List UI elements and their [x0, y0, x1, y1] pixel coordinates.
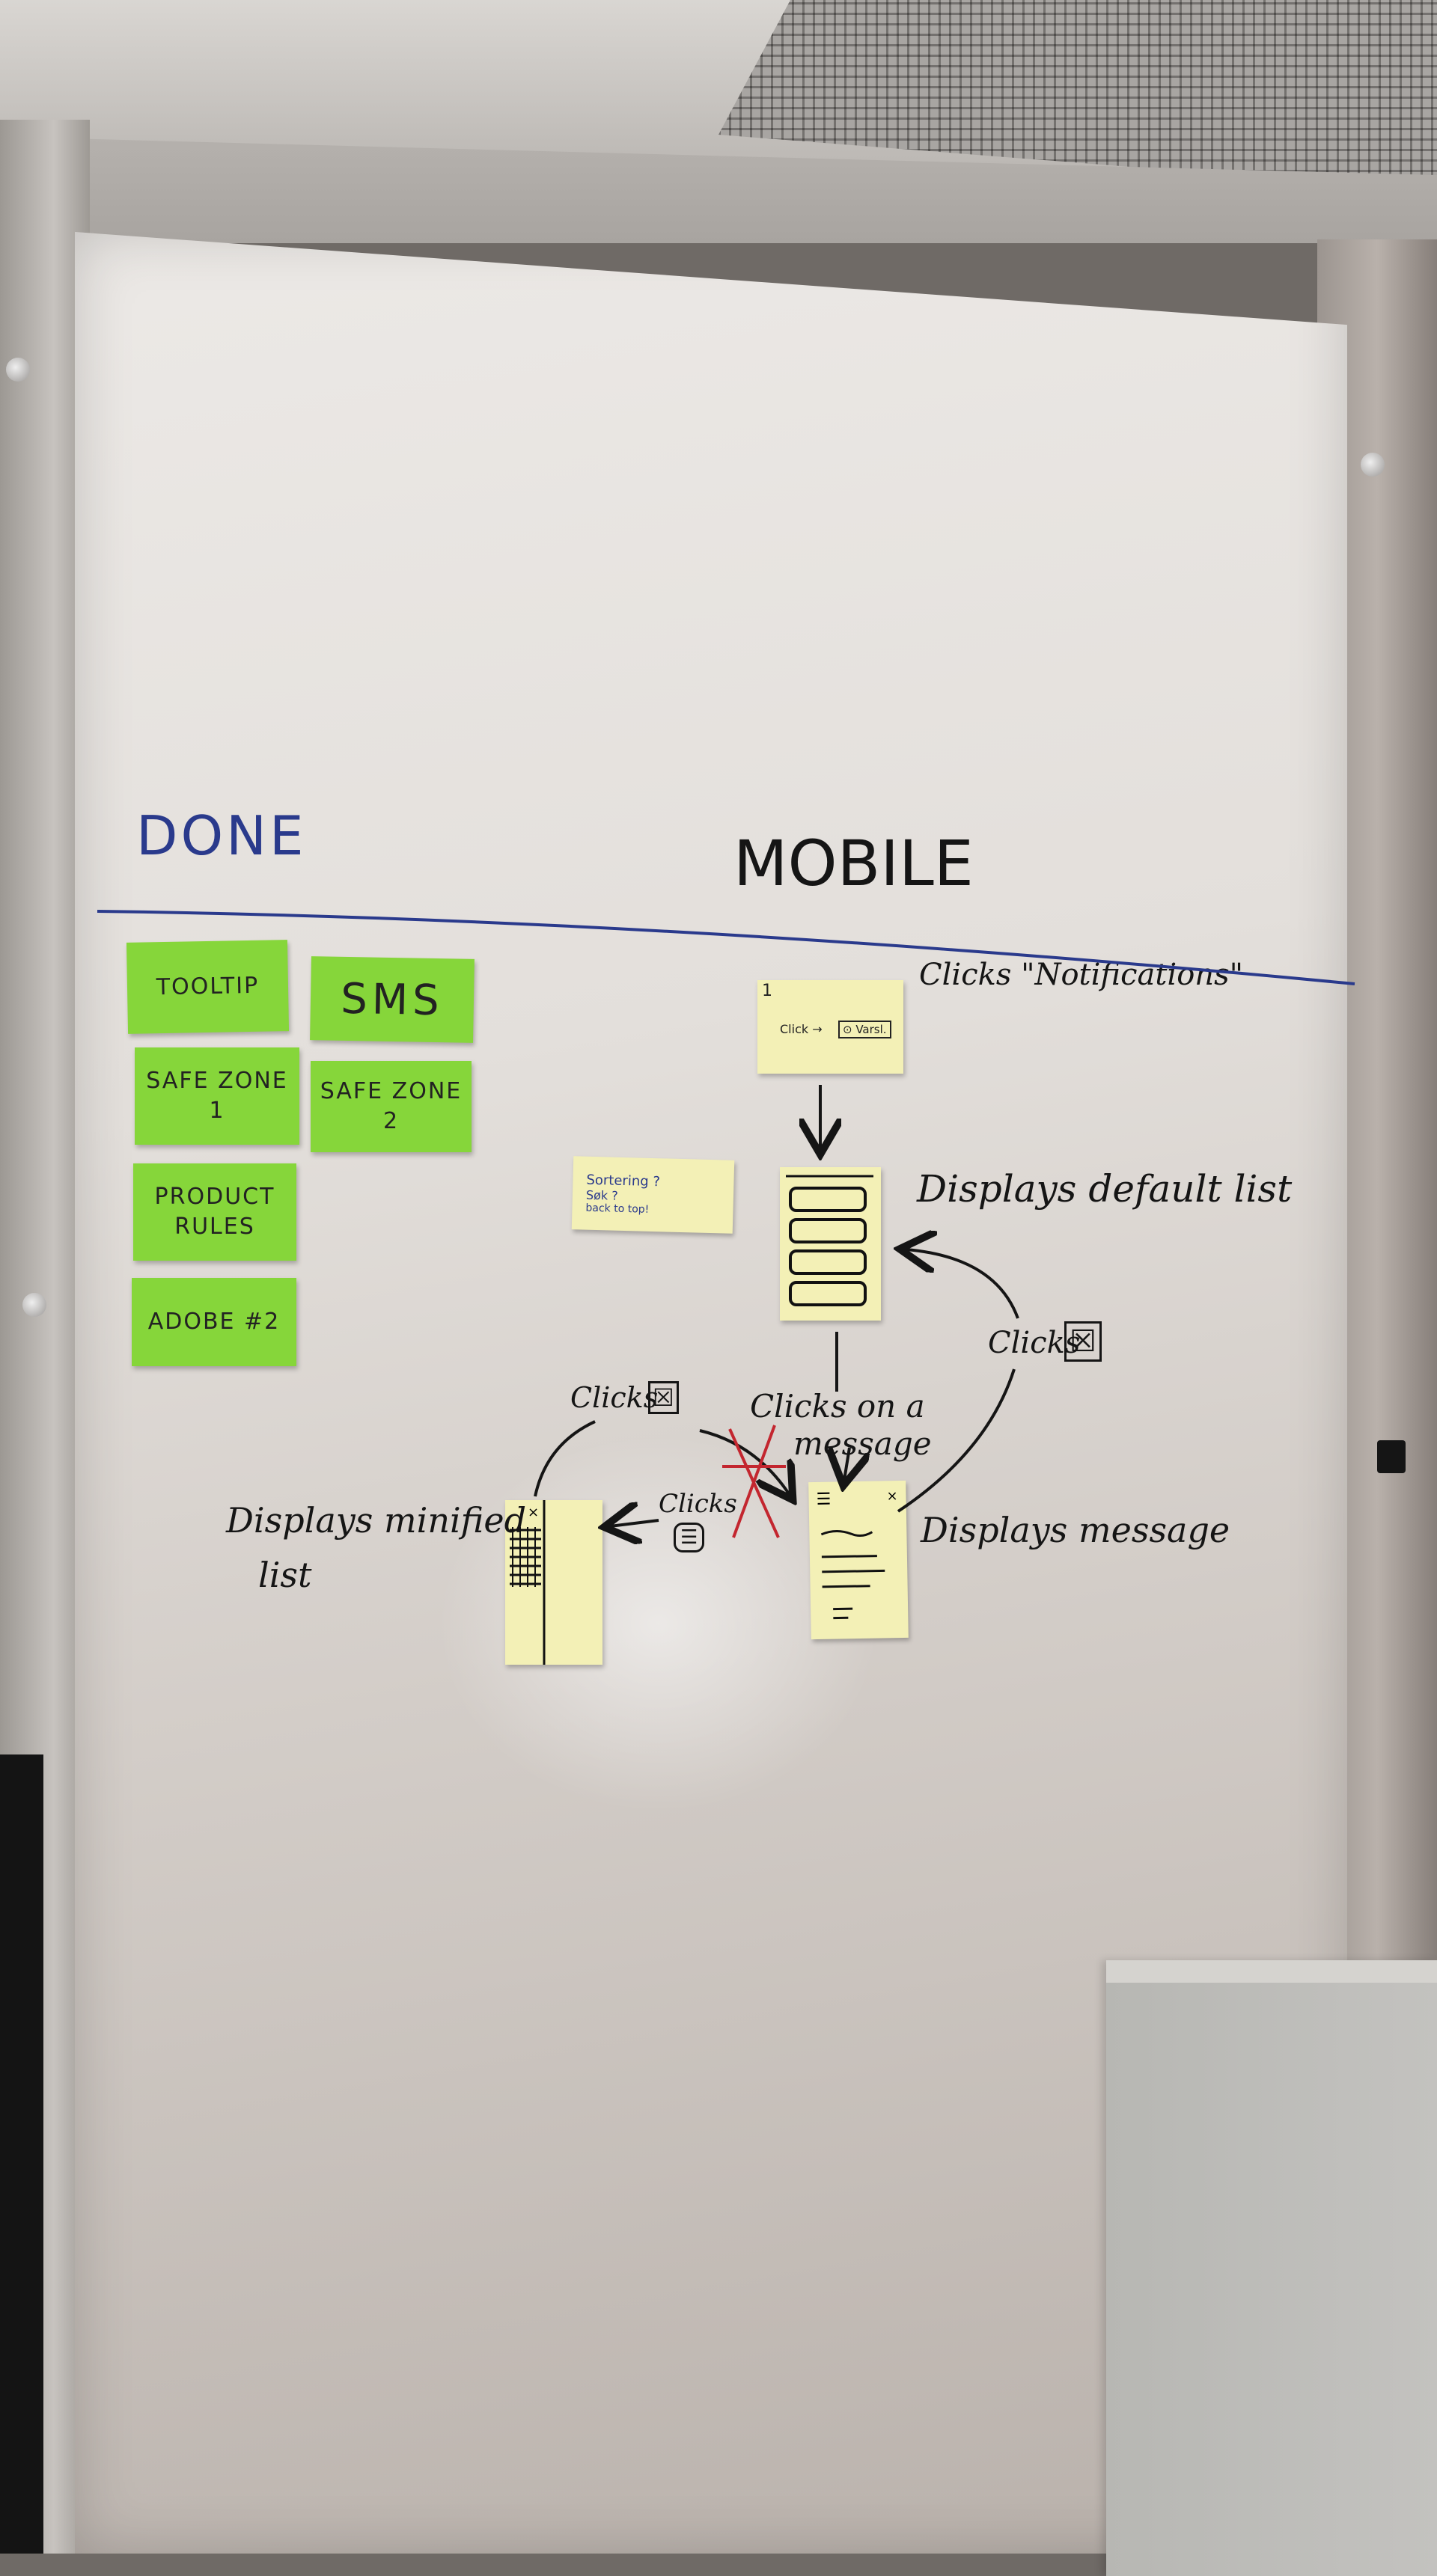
label-clicks-on-message-line1: Clicks on a [750, 1388, 925, 1425]
frame-screw [1361, 453, 1385, 477]
cabinet [1106, 1960, 1437, 2576]
label-displays-minified-list-line1: Displays minified [226, 1500, 527, 1541]
sketch-message: ☰ × [808, 1480, 909, 1640]
sticky-label: 1 [209, 1098, 225, 1124]
close-box-icon: ☒ [1064, 1321, 1102, 1362]
close-box-icon: ☒ [648, 1381, 679, 1414]
varsl-button-sketch: ⊙ Varsl. [838, 1021, 891, 1038]
minified-list-drawing: × [510, 1500, 546, 1665]
frame-screw [22, 1293, 46, 1317]
monitor-edge [0, 1754, 43, 2554]
svg-text:☰: ☰ [816, 1490, 832, 1509]
svg-text:×: × [528, 1505, 540, 1520]
magnet [1377, 1440, 1406, 1473]
label-clicks-notifications: Clicks "Notifications" [919, 958, 1243, 992]
sticky-adobe: ADOBE #2 [132, 1278, 296, 1366]
line-from-message-close [897, 1368, 1016, 1513]
list-box-icon: ☰ [674, 1523, 705, 1552]
list-sketch-drawing [786, 1175, 873, 1306]
line-minified-to-close [534, 1420, 596, 1497]
sticky-label: PRODUCT [154, 1184, 275, 1210]
arrow-to-message [844, 1448, 849, 1480]
divider-line [97, 910, 1355, 985]
label-displays-message: Displays message [921, 1510, 1230, 1550]
label-clicks-list-icon: Clicks [659, 1489, 737, 1519]
sticky-label: RULES [174, 1214, 255, 1240]
sketch-minified-list: × [505, 1500, 602, 1665]
mobile-heading: MOBILE [733, 827, 974, 900]
sketch-default-list [780, 1167, 881, 1321]
sticky-label: ADOBE #2 [147, 1309, 281, 1335]
click-label: Click → [780, 1022, 823, 1036]
label-displays-default-list: Displays default list [917, 1167, 1293, 1211]
message-drawing: ☰ × [816, 1488, 900, 1620]
svg-text:×: × [886, 1488, 899, 1504]
sticky-safe-zone-2: SAFE ZONE 2 [311, 1061, 472, 1152]
label-clicks-close-left: Clicks [570, 1381, 659, 1414]
sticky-label: SAFE ZONE [320, 1078, 463, 1104]
done-heading: DONE [136, 804, 307, 867]
sticky-product-rules: PRODUCT RULES [133, 1163, 296, 1261]
arrow-back-to-list [906, 1249, 1019, 1319]
sticky-label: SAFE ZONE [146, 1068, 288, 1094]
frame-screw [6, 358, 30, 382]
sticky-safe-zone-1: SAFE ZONE 1 [135, 1047, 299, 1145]
step-number: 1 [762, 982, 774, 1000]
label-displays-minified-list-line2: list [258, 1555, 312, 1595]
sticky-label: 2 [382, 1108, 400, 1134]
sketch-notifications-click: 1 Click → ⊙ Varsl. [757, 980, 903, 1074]
arrow-to-minified-list [610, 1520, 659, 1526]
red-cross-mark [722, 1425, 786, 1538]
arrow-close-to-message [699, 1429, 790, 1495]
